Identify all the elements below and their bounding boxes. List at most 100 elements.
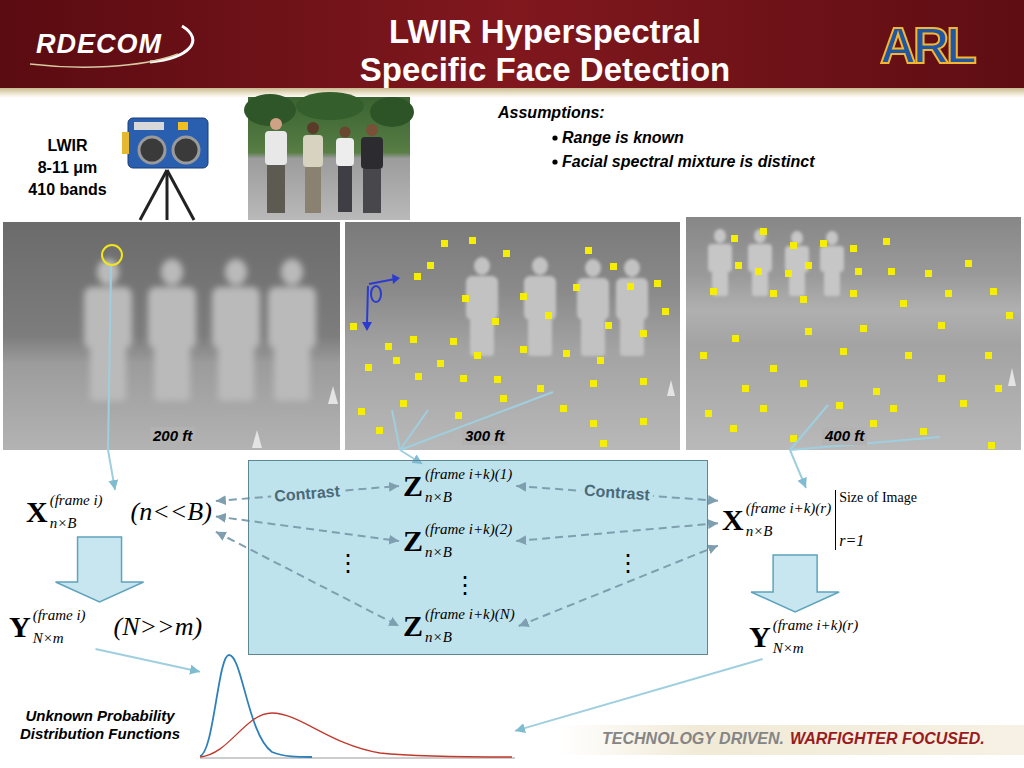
frame-superscript: (frame i+k)(2) bbox=[425, 521, 512, 538]
logo-swoosh bbox=[30, 26, 193, 67]
footer-slogan: WARFIGHTER FOCUSED. bbox=[790, 729, 985, 749]
distribution-plot-part bbox=[200, 758, 515, 759]
camera-spec: 410 bands bbox=[10, 180, 125, 200]
script-stack: (frame i+k)(N)n×B bbox=[425, 606, 515, 646]
camera-photo-part bbox=[173, 137, 199, 163]
thermal-image-200ft-part bbox=[328, 386, 338, 404]
range-caption: 200 ft bbox=[150, 427, 195, 445]
thermal-image-300ft-part-part bbox=[528, 318, 552, 356]
slide-title: LWIR Hyperspectral Specific Face Detecti… bbox=[330, 13, 760, 89]
team-photo-part-part bbox=[336, 138, 354, 166]
frame-superscript: (frame i) bbox=[33, 607, 86, 624]
team-photo-part-part bbox=[366, 124, 378, 136]
edge-label: Contrast bbox=[271, 481, 344, 507]
matrix-expression: Y(frame i)N×m(N>>m) bbox=[5, 605, 206, 649]
camera-spec: 8-11 μm bbox=[10, 158, 125, 178]
thermal-image-300ft-part-part bbox=[470, 318, 494, 356]
thermal-image-400ft-part-part bbox=[820, 246, 844, 272]
team-photo-part bbox=[244, 94, 296, 126]
team-photo-part-part bbox=[270, 118, 282, 130]
thermal-image: 400 ft bbox=[686, 217, 1021, 450]
assumption-bullets-part bbox=[552, 135, 557, 140]
contrast-arrow bbox=[216, 516, 399, 541]
thermal-image-300ft-part bbox=[369, 279, 395, 284]
dimension-subscript: n×B bbox=[746, 523, 832, 540]
thermal-image-300ft-part bbox=[367, 286, 368, 324]
dimension-subscript: n×B bbox=[425, 629, 515, 646]
assumption-item: Range is known bbox=[562, 128, 684, 148]
contrast-arrow bbox=[216, 532, 399, 626]
matrix-expression: X(frame i+k)(r)n×BSize of Imager=1 bbox=[718, 488, 921, 552]
matrix-expression: Z(frame i+k)(N)n×B bbox=[399, 604, 519, 648]
thermal-image-200ft-part bbox=[102, 245, 122, 265]
thermal-image-400ft-part bbox=[1008, 368, 1016, 386]
thermal-image-300ft-part bbox=[400, 392, 553, 450]
block-arrow bbox=[751, 555, 839, 612]
team-photo-part-part bbox=[363, 169, 381, 213]
thermal-image-400ft-part bbox=[708, 229, 844, 296]
contrast-arrow bbox=[516, 523, 718, 541]
thermal-image-200ft-part-part bbox=[84, 287, 132, 349]
ellipsis-mark: ⋮ bbox=[616, 549, 640, 577]
team-photo-part-part bbox=[338, 166, 352, 212]
matrix-symbol: Z bbox=[403, 469, 423, 503]
thermal-image-300ft-part-part bbox=[466, 276, 498, 320]
team-photo-part bbox=[265, 118, 383, 213]
thermal-image-300ft-part bbox=[392, 274, 400, 284]
script-stack: (frame i)N×m bbox=[33, 607, 86, 647]
thermal-image: 200 ft bbox=[3, 222, 340, 450]
thermal-image-300ft-part-part bbox=[581, 318, 605, 356]
footer-band bbox=[560, 725, 1024, 755]
ellipsis-mark: ⋮ bbox=[453, 571, 477, 599]
camera-photo-part bbox=[122, 132, 129, 154]
thermal-image-200ft-part-part bbox=[154, 345, 190, 401]
contrast-panel-fill-part bbox=[248, 460, 708, 655]
data-arrow bbox=[790, 450, 806, 488]
distribution-plot: Unknown Probability Distribution Functio… bbox=[200, 652, 515, 760]
script-stack: (frame i+k)(r)N×m bbox=[773, 617, 859, 657]
thermal-image-200ft-part-part bbox=[225, 259, 247, 285]
camera-photo-part bbox=[110, 110, 225, 222]
thermal-image-400ft bbox=[686, 217, 1021, 450]
team-photo-part bbox=[296, 92, 364, 120]
thermal-image-300ft-part bbox=[350, 237, 669, 447]
footer-slogan: TECHNOLOGY DRIVEN. bbox=[602, 729, 784, 749]
matrix-symbol: Y bbox=[749, 620, 771, 654]
team-photo-part-part bbox=[303, 135, 323, 167]
header-bar bbox=[0, 0, 1024, 98]
thermal-image-300ft-part bbox=[362, 322, 372, 331]
thermal-image-300ft-part bbox=[345, 222, 680, 450]
team-photo-part-part bbox=[340, 127, 351, 138]
thermal-image: 300 ft bbox=[345, 222, 680, 450]
thermal-image-200ft-part bbox=[108, 266, 111, 450]
thermal-image-200ft-part-part bbox=[274, 345, 310, 401]
upper-limit: Size of Image bbox=[839, 490, 917, 506]
distribution-plot bbox=[200, 655, 515, 758]
thermal-image-200ft-part bbox=[252, 430, 262, 448]
thermal-image-300ft-part bbox=[371, 286, 381, 302]
team-photo-part-part bbox=[267, 165, 285, 213]
thermal-image-300ft-part-part bbox=[474, 257, 490, 275]
thermal-image-300ft bbox=[345, 222, 680, 450]
lower-limit: r=1 bbox=[839, 532, 917, 550]
camera-photo-part bbox=[167, 170, 194, 220]
thermal-image-300ft-part bbox=[392, 410, 400, 450]
thermal-image-200ft-part-part bbox=[212, 287, 260, 349]
camera-photo-part bbox=[128, 118, 208, 168]
dimension-subscript: n×B bbox=[425, 489, 512, 506]
camera-spec: LWIR bbox=[10, 136, 125, 156]
camera-photo bbox=[110, 110, 225, 222]
matrix-symbol: X bbox=[26, 495, 48, 529]
team-photo-part-part bbox=[305, 167, 321, 213]
organization-logo: RDECOM bbox=[36, 29, 162, 59]
matrix-expression: Y(frame i+k)(r)N×m bbox=[745, 615, 862, 659]
team-photo-part-part bbox=[265, 131, 287, 165]
assumptions-heading: Assumptions: bbox=[498, 103, 605, 123]
thermal-image-200ft-part-part bbox=[97, 259, 119, 285]
plot-caption: Unknown Probability Distribution Functio… bbox=[5, 707, 195, 743]
thermal-image-400ft-part-part bbox=[824, 270, 840, 296]
contrast-panel-fill bbox=[248, 460, 708, 655]
thermal-image-300ft-part bbox=[466, 257, 648, 356]
frame-superscript: (frame i+k)(r) bbox=[746, 500, 832, 517]
